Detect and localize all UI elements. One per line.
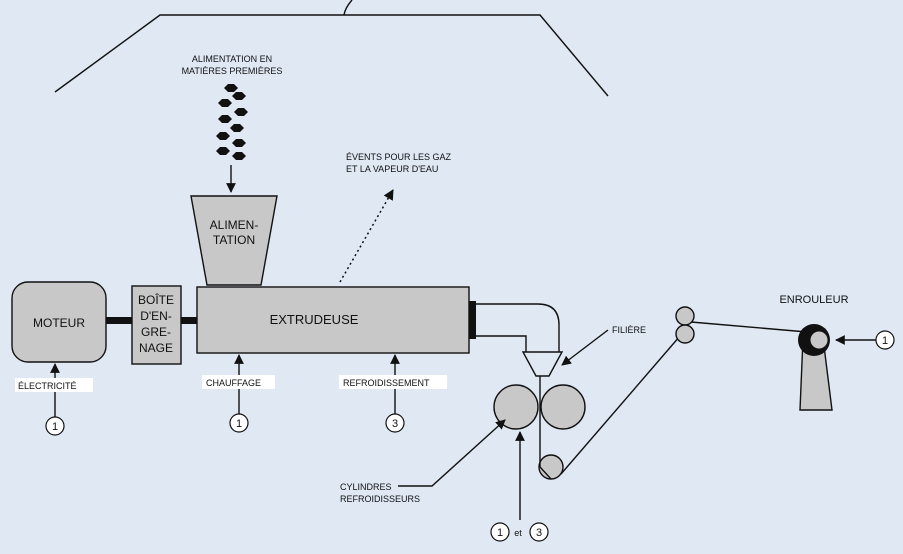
- cooling-input: REFROIDISSEMENT 3: [339, 354, 447, 433]
- pellets-icon: [216, 84, 248, 160]
- hopper-label-line1: ALIMEN-: [210, 218, 259, 232]
- hopper-label-line2: TATION: [213, 233, 255, 247]
- rolls-cooling-input: 1 et 3: [490, 431, 549, 542]
- cooling-label: REFROIDISSEMENT: [343, 378, 430, 388]
- gearbox-label-line3: GRE-: [141, 325, 171, 339]
- electricity-label: ÉLECTRICITÉ: [18, 381, 77, 391]
- electricity-marker: [45, 416, 65, 436]
- motor: MOTEUR: [11, 281, 107, 363]
- die-label: FILIÈRE: [612, 325, 646, 335]
- heating-marker: [229, 413, 249, 433]
- motor-label: MOTEUR: [33, 316, 85, 330]
- rolls-and-label: et: [514, 528, 522, 538]
- vents-label-line2: ET LA VAPEUR D'EAU: [346, 164, 438, 174]
- guide-roll-top: [675, 306, 695, 326]
- cooling-rolls: [493, 376, 586, 480]
- electricity-label-box: [15, 378, 93, 392]
- rolls-marker-one: [490, 522, 510, 542]
- heating-label-box: [202, 375, 275, 389]
- heating-number: 1: [236, 418, 242, 430]
- die-label-group: FILIÈRE: [561, 325, 646, 366]
- outlet-pipe: [469, 301, 564, 377]
- gearbox-label-line4: NAGE: [139, 341, 173, 355]
- take-off-roll: [538, 454, 564, 480]
- heating-input: CHAUFFAGE 1: [202, 354, 275, 433]
- electricity-number: 1: [52, 421, 58, 433]
- rolls-number-three: 3: [536, 527, 542, 539]
- raw-material-label-line2: MATIÈRES PREMIÈRES: [182, 66, 283, 76]
- heating-label: CHAUFFAGE: [206, 378, 261, 388]
- gearbox-label-line1: BOÎTE: [138, 292, 174, 307]
- film-path: [560, 306, 808, 475]
- vents-label-line1: ÉVENTS POUR LES GAZ: [346, 152, 452, 162]
- hood-outline: [54, 0, 609, 97]
- winder-label: ENROULEUR: [779, 294, 848, 306]
- gearbox-shaft: [181, 317, 197, 324]
- hopper: ALIMEN- TATION: [190, 195, 278, 286]
- cooling-number: 3: [392, 418, 398, 430]
- extruder: EXTRUDEUSE: [196, 286, 470, 354]
- motor-shaft: [106, 317, 132, 324]
- vents-indicator: ÉVENTS POUR LES GAZ ET LA VAPEUR D'EAU: [339, 152, 452, 283]
- winder: ENROULEUR 1: [779, 294, 895, 411]
- gearbox: BOÎTE D'EN- GRE- NAGE: [131, 285, 182, 365]
- cooling-roll-left: [493, 384, 539, 430]
- winder-input-number: 1: [882, 335, 888, 347]
- rolls-number-one: 1: [497, 527, 503, 539]
- electricity-input: ÉLECTRICITÉ 1: [15, 363, 93, 436]
- cooling-rolls-label-group: CYLINDRES REFROIDISSEURS: [340, 419, 506, 504]
- winder-input-marker: [875, 330, 895, 350]
- cooling-rolls-label-line1: CYLINDRES: [340, 482, 392, 492]
- guide-roll-bottom: [675, 324, 695, 344]
- raw-material-label-line1: ALIMENTATION EN: [192, 54, 272, 64]
- gearbox-label-line2: D'EN-: [140, 309, 172, 323]
- cooling-rolls-label-line2: REFROIDISSEURS: [340, 494, 420, 504]
- rolls-marker-three: [529, 522, 549, 542]
- extruder-label: EXTRUDEUSE: [270, 312, 359, 327]
- cooling-label-box: [339, 375, 447, 389]
- cooling-marker: [385, 413, 405, 433]
- raw-material-feed: ALIMENTATION EN MATIÈRES PREMIÈRES: [182, 54, 283, 193]
- cooling-roll-right: [540, 384, 586, 430]
